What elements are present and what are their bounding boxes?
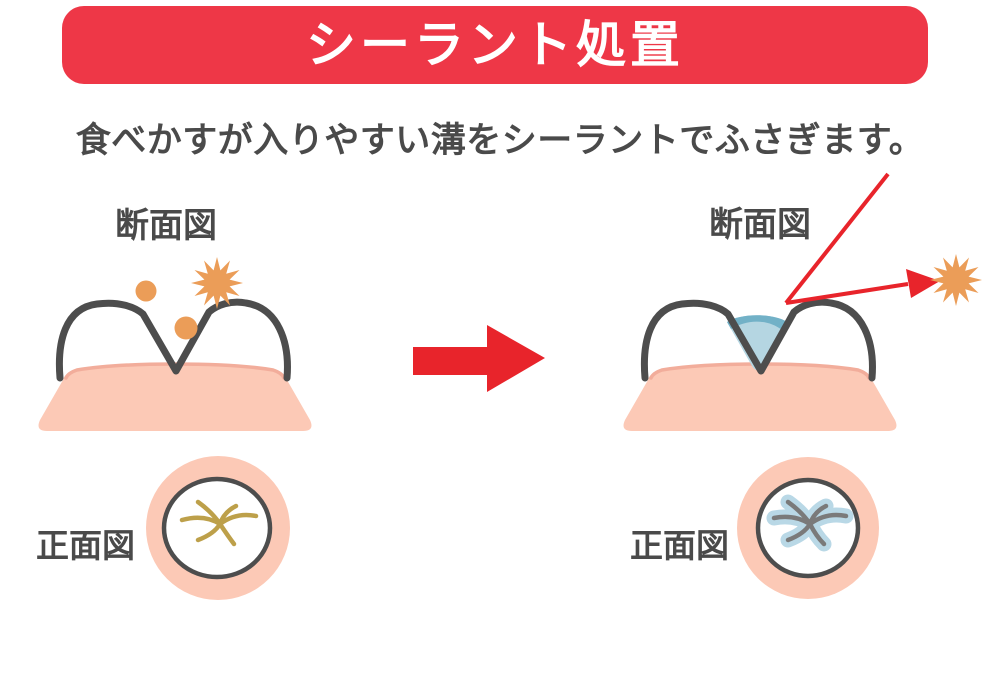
right-arrow-shape [413, 325, 545, 392]
pointer-line [785, 282, 909, 305]
gum [623, 364, 897, 431]
fissure-grooves [771, 499, 849, 547]
front-view-after [737, 457, 879, 599]
pointer-arrow [784, 172, 982, 306]
starburst-icon [930, 254, 982, 306]
fissure-grooves [179, 499, 259, 547]
title-banner: シーラント処置 [62, 6, 928, 84]
food-particle-icon [174, 316, 198, 340]
food-particle-icon [135, 280, 157, 302]
front-view-before [146, 456, 290, 600]
tooth-cross-section-before [38, 257, 312, 431]
after-cross-section-label: 断面図 [709, 205, 811, 245]
before-front-view-label: 正面図 [36, 526, 135, 565]
pointer-arrowhead [906, 269, 940, 298]
subtitle-text: 食べかすが入りやすい溝をシーラントでふさぎます。 [75, 121, 925, 161]
sealant-fill [727, 315, 787, 370]
tooth-outline [55, 298, 291, 382]
after-front-view-label: 正面図 [630, 526, 729, 565]
before-cross-section-label: 断面図 [115, 206, 217, 246]
pointer-line [784, 172, 890, 305]
sealant-surface [727, 315, 787, 330]
transition-arrow-icon [413, 325, 545, 392]
gum [38, 364, 312, 431]
page-title: シーラント処置 [306, 16, 684, 74]
starburst-icon [191, 257, 243, 309]
tooth-outline [640, 298, 876, 382]
tooth-cross-section-after [623, 298, 897, 431]
